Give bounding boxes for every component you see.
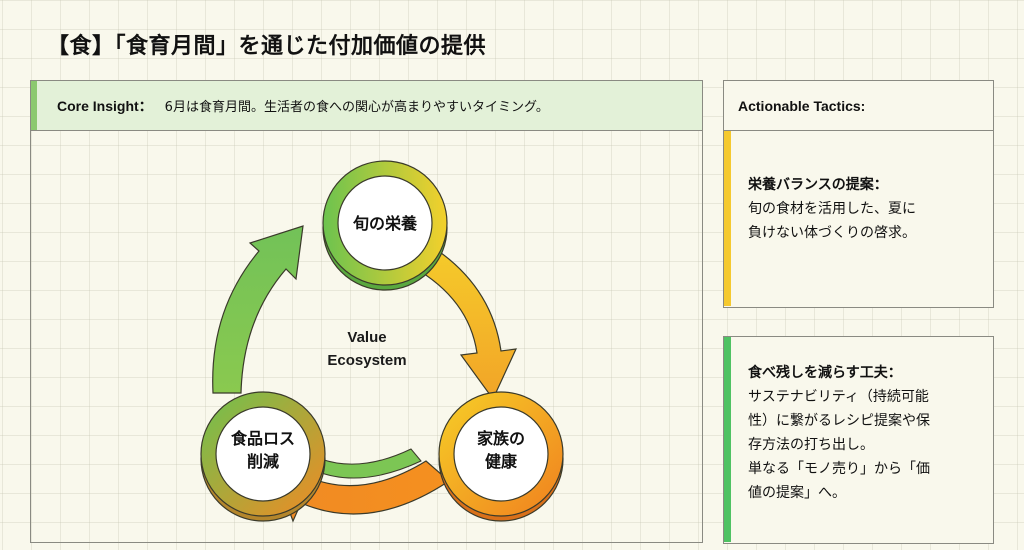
value-ecosystem-panel: Core Insight： 6月は食育月間。生活者の食への関心が高まりやすいタイ… [30,80,703,543]
tactic-line: 旬の食材を活用した、夏に [748,201,916,217]
center-label-value-ecosystem: Value Ecosystem [307,327,427,372]
tactic-title: 食べ残しを減らす工夫： [748,365,902,381]
node-top-ring [322,160,448,291]
value-ecosystem-diagram: 旬の栄養 家族の 健康 食品ロス 削減 Value Ecosystem [31,131,704,544]
tactic-title: 栄養バランスの提案： [748,177,888,193]
center-label-line: Ecosystem [327,351,407,369]
tactic-line: 単なる「モノ売り」から「価 [748,461,930,477]
page-title: 【食】「食育月間」を通じた付加価値の提供 [47,34,487,59]
tactic-nutrition-balance: 栄養バランスの提案： 旬の食材を活用した、夏に 負けない体づくりの啓求。 [724,131,993,306]
tactic-line: 負けない体づくりの啓求。 [748,225,916,241]
node-label-line: 健康 [484,452,517,472]
node-label-line: 家族の [476,429,525,448]
arrow-left-to-top [212,225,304,394]
core-insight-text: 6月は食育月間。生活者の食への関心が高まりやすいタイミング。 [164,100,549,115]
tactic-line: サステナビリティ（持続可能 [748,389,929,405]
node-label-family-health: 家族の 健康 [441,427,561,473]
tactic-line: 存方法の打ち出し。 [748,437,874,453]
node-label-line: 削減 [246,452,279,472]
node-left-ring [200,391,326,522]
tactic-reduce-leftovers: 食べ残しを減らす工夫： サステナビリティ（持続可能 性）に繋がるレシピ提案や保 … [724,337,993,542]
tactic-card-food-waste: 食べ残しを減らす工夫： サステナビリティ（持続可能 性）に繋がるレシピ提案や保 … [723,336,994,544]
cycle-diagram-svg [200,160,564,523]
tactic-line: 値の提案」へ。 [748,485,846,501]
node-label-food-loss-reduction: 食品ロス 削減 [203,427,323,473]
node-label-seasonal-nutrition: 旬の栄養 [325,212,445,235]
core-insight-label: Core Insight： [57,97,153,114]
tactic-card-nutrition: Actionable Tactics: 栄養バランスの提案： 旬の食材を活用した… [723,80,994,308]
node-label-line: 食品ロス [230,429,295,448]
center-label-line: Value [347,329,387,346]
node-right-ring [438,391,564,522]
tactics-header: Actionable Tactics: [724,81,993,131]
node-label-line: 旬の栄養 [352,214,417,233]
core-insight-bar: Core Insight： 6月は食育月間。生活者の食への関心が高まりやすいタイ… [31,81,702,131]
arrow-top-to-right [412,240,518,401]
tactic-line: 性）に繋がるレシピ提案や保 [748,413,930,429]
